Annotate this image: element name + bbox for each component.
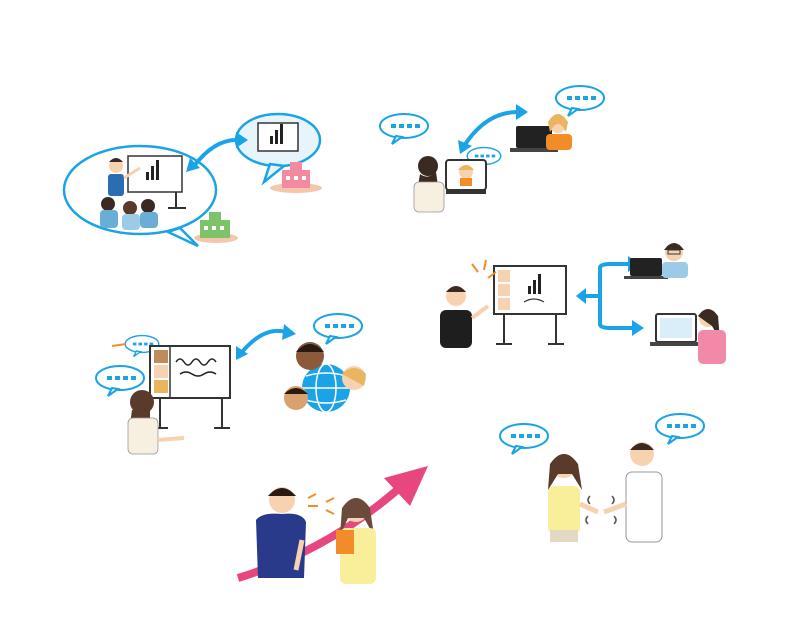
scene-global-collaboration: [95, 313, 366, 455]
handshake-motion-icon: [585, 495, 617, 525]
attention-icon: [307, 493, 335, 515]
tablet-icon: [445, 159, 487, 194]
laptop-icon: [650, 313, 702, 346]
whiteboard-icon: [149, 345, 231, 429]
globe-icon: [302, 363, 350, 413]
woman-avatar: [130, 390, 154, 414]
whiteboard-icon: [127, 155, 183, 193]
student-avatar: [101, 197, 115, 211]
teacher-avatar: [109, 159, 123, 173]
laptop-icon: [624, 258, 668, 279]
student-avatar: [141, 199, 155, 213]
building-icon: [270, 162, 322, 193]
scene-whiteboard-remote-meeting: [440, 243, 726, 364]
scene-growth-discussion: [236, 466, 428, 584]
whiteboard-icon: [493, 265, 567, 345]
speech-bubble-icon: [655, 413, 705, 445]
arrow-icon: [192, 138, 237, 168]
building-icon: [194, 212, 238, 243]
laptop-icon: [510, 126, 558, 152]
attention-icon: [471, 259, 497, 279]
folder-icon: [336, 530, 354, 554]
woman-avatar: [418, 156, 438, 176]
scene-remote-classroom: [62, 112, 322, 248]
speech-bubble-icon: [499, 423, 549, 455]
speech-bubble-icon: [555, 85, 605, 117]
scene-handshake-agreement: [499, 413, 705, 543]
arrow-icon: [462, 110, 519, 148]
speech-bubble-icon: [313, 313, 363, 345]
arrow-icon: [240, 329, 287, 354]
speech-bubble-icon: [379, 113, 429, 145]
scene-video-call: [379, 85, 605, 213]
student-avatar: [123, 201, 137, 215]
